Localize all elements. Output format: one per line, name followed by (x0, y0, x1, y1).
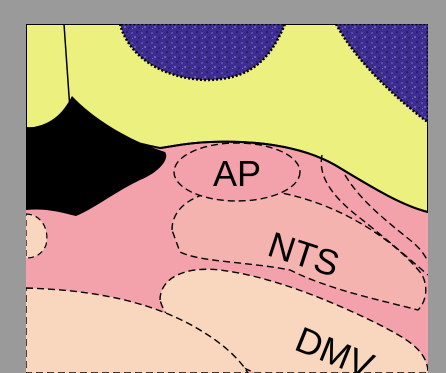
frame-top-strip (18, 16, 438, 24)
frame-left-strip (18, 16, 26, 373)
ap-label: AP (213, 153, 261, 194)
frame-right-strip (428, 16, 446, 373)
